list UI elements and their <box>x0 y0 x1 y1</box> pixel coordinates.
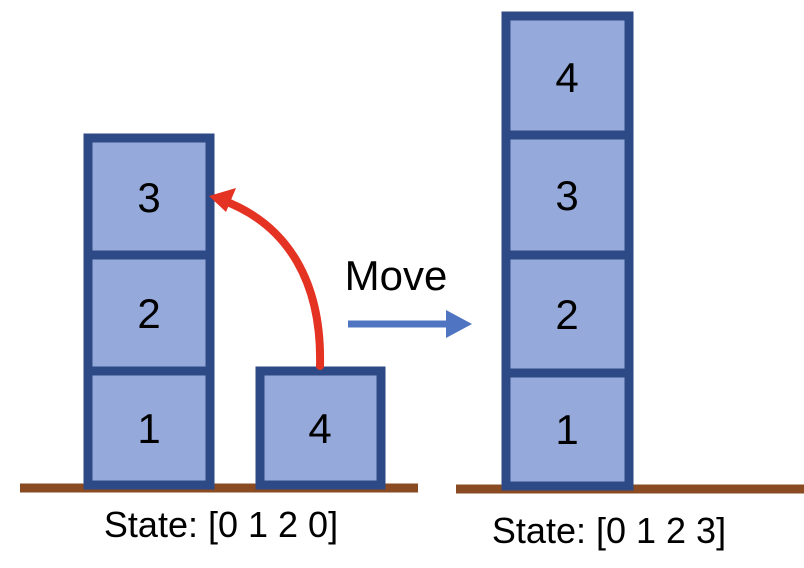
block-2: 2 <box>83 250 215 376</box>
left-state-label: State: [0 1 2 0] <box>104 504 338 545</box>
block-2: 2 <box>501 250 634 378</box>
block-1: 1 <box>83 366 215 490</box>
block-label: 3 <box>137 174 160 221</box>
move-label: Move <box>345 252 448 299</box>
red-move-arrow <box>218 196 325 370</box>
block-4-single: 4 <box>255 366 386 490</box>
block-label: 4 <box>555 54 578 101</box>
block-label: 2 <box>137 290 160 337</box>
block-label: 1 <box>137 405 160 452</box>
block-3: 3 <box>83 133 215 260</box>
red-arrow-head <box>209 188 236 212</box>
block-4: 4 <box>501 11 634 140</box>
right-state-label: State: [0 1 2 3] <box>492 510 726 551</box>
blue-arrow-head <box>446 310 472 338</box>
block-label: 2 <box>555 291 578 338</box>
block-3: 3 <box>501 130 634 260</box>
block-label: 4 <box>308 405 331 452</box>
block-1: 1 <box>501 368 634 491</box>
left-stack: 1 2 3 <box>83 133 215 490</box>
right-stack: 1 2 3 4 <box>501 11 634 491</box>
block-label: 3 <box>555 172 578 219</box>
block-label: 1 <box>555 406 578 453</box>
